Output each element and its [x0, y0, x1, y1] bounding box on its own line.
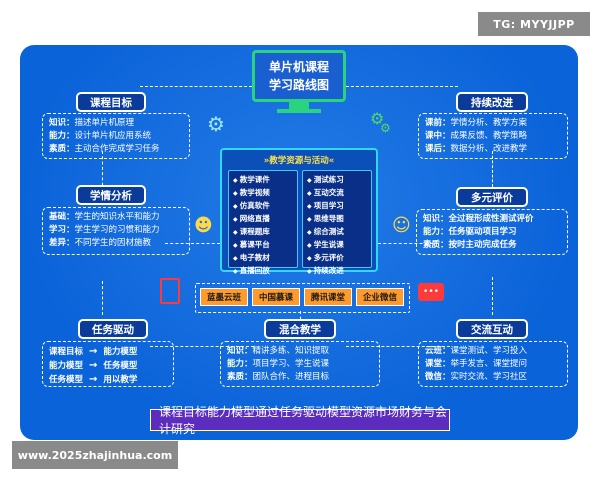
learning-analysis-row: 学习：学生学习的习惯和能力	[49, 225, 160, 235]
node-interaction: 交流互动	[456, 319, 528, 339]
connector-line	[492, 277, 493, 315]
resources-right-list: 测试练习 互动交流 项目学习 思维导图 综合测试 学生说课 多元评价 持续改进	[302, 170, 372, 275]
improvement-row: 课中：成果反馈、教学策略	[425, 131, 528, 141]
document-icon	[160, 278, 180, 304]
activity-item: 综合测试	[307, 226, 367, 239]
platforms-row	[195, 283, 410, 313]
task-driven-row: 能力模型→任务模型	[49, 360, 138, 371]
learning-analysis-row: 差异：不同学生的因材施教	[49, 238, 152, 248]
activity-item: 测试练习	[307, 174, 367, 187]
arrow-right-icon: →	[89, 360, 98, 371]
connector-line	[102, 281, 103, 315]
interaction-row: 云班：课堂测试、学习投入	[425, 346, 528, 356]
resource-item: 网络直播	[233, 213, 293, 226]
activity-item: 多元评价	[307, 252, 367, 265]
title-monitor: 单片机课程 学习路线图	[252, 50, 346, 102]
title-line2: 学习路线图	[268, 78, 329, 92]
connector-line	[165, 243, 220, 244]
node-evaluation: 多元评价	[456, 187, 528, 207]
connector-line	[346, 86, 458, 87]
activity-item: 项目学习	[307, 200, 367, 213]
gear-icon: ⚙	[380, 121, 391, 135]
watermark-top: TG: MYYJJPP	[478, 12, 590, 36]
title-line1: 单片机课程	[268, 60, 329, 74]
improvement-row: 课后：数据分析、改进教学	[425, 144, 528, 154]
node-improvement: 持续改进	[456, 92, 528, 112]
node-learning-analysis: 学情分析	[76, 185, 146, 205]
gear-icon: ⚙	[207, 112, 225, 136]
blended-row: 素质：团队合作、进程目标	[227, 372, 330, 382]
connector-line	[378, 243, 433, 244]
improvement-box: 课前：学情分析、教学方案 课中：成果反馈、教学策略 课后：数据分析、改进教学	[418, 113, 568, 159]
platform-label: 蓝墨云班	[200, 288, 248, 306]
interaction-row: 微信：实时交流、学习社区	[425, 372, 528, 382]
connector-line	[140, 86, 252, 87]
course-goal-row: 能力：设计单片机应用系统	[49, 131, 152, 141]
gear-icon: ⚙	[370, 109, 385, 128]
caption-banner: 课程目标能力模型通过任务驱动模型资源市场财务与会计研究	[150, 405, 450, 436]
evaluation-box: 知识：全过程形成性测试评价 能力：任务驱动项目学习 素质：按时主动完成任务	[416, 209, 568, 255]
improvement-row: 课前：学情分析、教学方案	[425, 118, 528, 128]
resources-heading: »教学资源与活动«	[263, 156, 335, 166]
node-course-goal: 课程目标	[76, 92, 146, 112]
learning-analysis-row: 基础：学生的知识水平和能力	[49, 212, 160, 222]
chat-bubble-icon: •••	[418, 283, 444, 301]
learning-analysis-box: 基础：学生的知识水平和能力 学习：学生学习的习惯和能力 差异：不同学生的因材施教	[42, 207, 190, 255]
diagram-panel: 单片机课程 学习路线图 课程目标 知识：描述单片机原理 能力：设计单片机应用系统…	[20, 45, 578, 440]
platform-label: 企业微信	[356, 288, 404, 306]
course-goal-box: 知识：描述单片机原理 能力：设计单片机应用系统 素质：主动合作完成学习任务	[42, 113, 190, 159]
resource-item: 教学视频	[233, 187, 293, 200]
task-driven-row: 任务模型→用以教学	[49, 374, 138, 385]
resource-item: 慕课平台	[233, 239, 293, 252]
connector-line	[492, 151, 493, 187]
platform-label: 中国慕课	[252, 288, 300, 306]
teaching-resources-panel: »教学资源与活动« 教学课件 教学视频 仿真软件 网络直播 课程题库 慕课平台 …	[220, 148, 378, 275]
evaluation-row: 素质：按时主动完成任务	[423, 240, 517, 250]
arrow-right-icon: →	[89, 346, 98, 357]
resource-item: 直播回放	[233, 265, 293, 278]
watermark-bottom: www.2025zhajinhua.com	[12, 441, 178, 469]
node-blended-teaching: 混合教学	[264, 319, 336, 339]
resource-item: 电子教材	[233, 252, 293, 265]
activity-item: 思维导图	[307, 213, 367, 226]
evaluation-row: 知识：全过程形成性测试评价	[423, 214, 534, 224]
evaluation-row: 能力：任务驱动项目学习	[423, 227, 517, 237]
monitor-base	[277, 109, 321, 113]
blended-row: 知识：精讲多练、知识提取	[227, 346, 330, 356]
resources-left-list: 教学课件 教学视频 仿真软件 网络直播 课程题库 慕课平台 电子教材 直播回放	[228, 170, 298, 275]
resource-item: 课程题库	[233, 226, 293, 239]
resource-item: 教学课件	[233, 174, 293, 187]
monitor-stand	[289, 102, 309, 110]
activity-item: 互动交流	[307, 187, 367, 200]
blended-teaching-box: 知识：精讲多练、知识提取 能力：项目学习、学生说课 素质：团队合作、进程目标	[220, 341, 380, 387]
activity-item: 持续改进	[307, 265, 367, 278]
node-task-driven: 任务驱动	[78, 319, 148, 339]
interaction-box: 云班：课堂测试、学习投入 课堂：举手发言、课堂提问 微信：实时交流、学习社区	[418, 341, 568, 387]
platform-label: 腾讯课堂	[304, 288, 352, 306]
activity-item: 学生说课	[307, 239, 367, 252]
connector-line	[150, 346, 254, 347]
course-goal-row: 素质：主动合作完成学习任务	[49, 144, 160, 154]
resource-item: 仿真软件	[233, 200, 293, 213]
blended-row: 能力：项目学习、学生说课	[227, 359, 330, 369]
interaction-row: 课堂：举手发言、课堂提问	[425, 359, 528, 369]
connector-line	[346, 346, 450, 347]
arrow-right-icon: →	[89, 374, 98, 385]
connector-line	[102, 151, 103, 191]
task-driven-row: 课程目标→能力模型	[49, 346, 138, 357]
group-icon: ☺	[392, 215, 411, 236]
course-goal-row: 知识：描述单片机原理	[49, 118, 135, 128]
people-icon: ☻	[194, 215, 213, 236]
task-driven-box: 课程目标→能力模型 能力模型→任务模型 任务模型→用以教学	[42, 341, 174, 387]
